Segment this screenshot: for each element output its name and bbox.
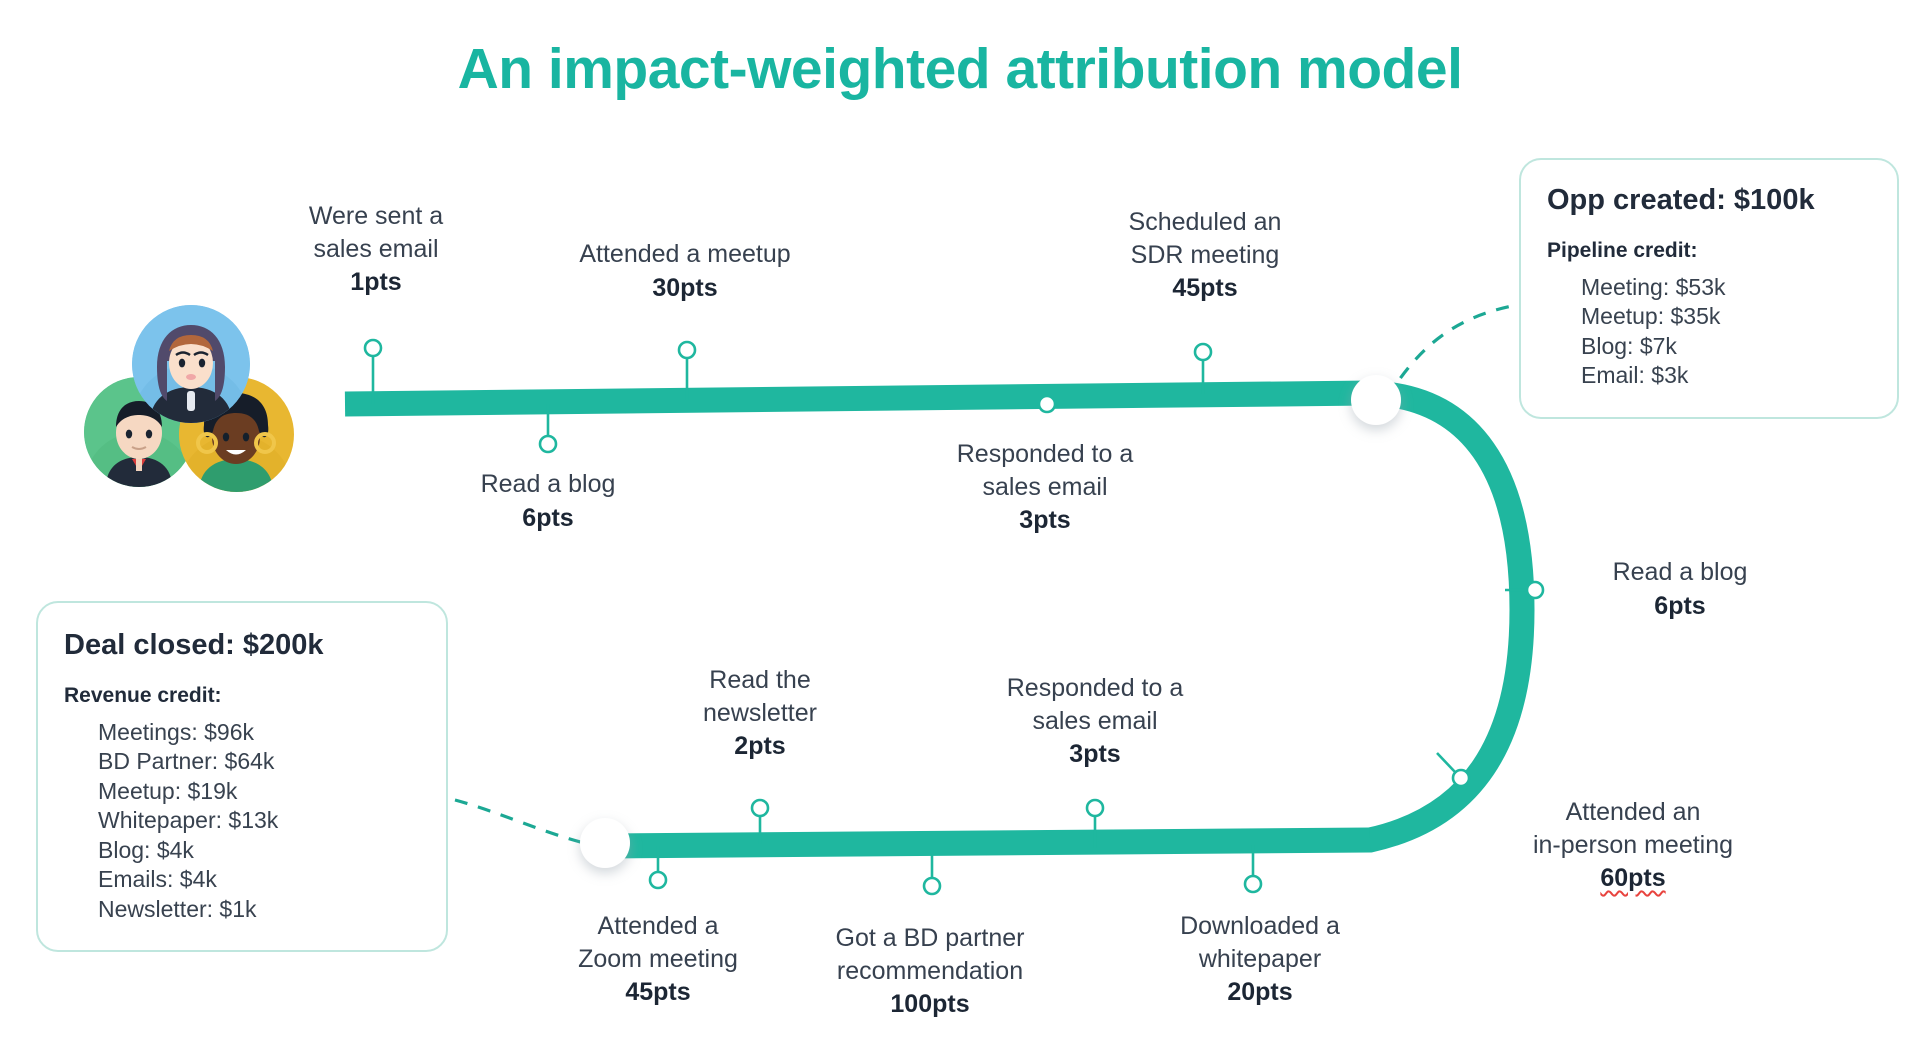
outcome-card-opp-created[interactable]: Opp created: $100k Pipeline credit: Meet…	[1519, 158, 1899, 419]
avatar-top	[132, 305, 250, 423]
list-item: Whitepaper: $13k	[98, 807, 279, 834]
touchpoint-text-line: Got a BD partner	[835, 924, 1025, 952]
touchpoint-text-line: sales email	[1032, 706, 1158, 735]
touchpoint-text-line: Responded to a	[1006, 674, 1184, 702]
touchpoint-points: 1pts	[350, 268, 402, 296]
touchpoint-points: 45pts	[1172, 274, 1238, 302]
touchpoint-text-line: Attended a	[597, 912, 719, 940]
touchpoint-text-line: recommendation	[836, 956, 1024, 985]
touchpoint-text-line: Attended a meetup	[579, 240, 791, 268]
dashed-connector-deal	[454, 798, 599, 848]
touchpoint-points: 45pts	[625, 978, 691, 1006]
touchpoint-label-read-a-blog-top: Read a blog 6pts	[448, 468, 648, 534]
list-item: Emails: $4k	[98, 866, 217, 893]
touchpoint-stems-top	[363, 338, 1213, 454]
touchpoint-text-line: Read a blog	[480, 470, 616, 498]
touchpoint-points: 2pts	[734, 732, 786, 760]
deal-card-title: Deal closed: $200k	[64, 629, 324, 661]
touchpoint-points: 6pts	[522, 503, 574, 532]
list-item: Meetup: $19k	[98, 777, 238, 804]
touchpoint-text-line: SDR meeting	[1130, 240, 1280, 269]
touchpoint-text-line: Attended an	[1565, 798, 1701, 826]
touchpoint-label-sales-email-sent: Were sent a sales email 1pts	[286, 200, 466, 299]
touchpoint-text-line: Downloaded a	[1180, 912, 1340, 940]
touchpoint-text-line: in-person meeting	[1532, 830, 1734, 859]
touchpoint-label-read-newsletter: Read the newsletter 2pts	[660, 664, 860, 763]
list-item: Blog: $4k	[98, 836, 194, 863]
touchpoint-label-responded-email-top: Responded to a sales email 3pts	[920, 438, 1170, 537]
touchpoint-text-line: Responded to a	[956, 440, 1134, 468]
touchpoint-label-attended-meetup: Attended a meetup 30pts	[540, 238, 830, 304]
touchpoint-stems-bottom	[648, 798, 1263, 896]
touchpoint-stems-right	[1436, 580, 1545, 788]
touchpoint-label-responded-email-bottom: Responded to a sales email 3pts	[970, 672, 1220, 771]
touchpoint-text-line: Were sent a	[308, 202, 444, 230]
touchpoint-points: 100pts	[890, 990, 970, 1018]
list-item: Meetup: $35k	[1581, 303, 1721, 330]
touchpoint-label-zoom-meeting: Attended a Zoom meeting 45pts	[548, 910, 768, 1009]
opp-card-subtitle: Pipeline credit:	[1547, 239, 1698, 262]
touchpoint-points: 6pts	[1654, 591, 1706, 620]
page-title: An impact-weighted attribution model	[457, 37, 1463, 101]
list-item: Newsletter: $1k	[98, 895, 257, 922]
touchpoint-points: 3pts	[1069, 740, 1121, 768]
touchpoint-label-read-a-blog-right: Read a blog 6pts	[1580, 556, 1780, 622]
list-item: Meetings: $96k	[98, 719, 254, 745]
deal-card-subtitle: Revenue credit:	[64, 684, 222, 707]
touchpoint-text-line: whitepaper	[1198, 944, 1322, 973]
touchpoint-text-line: Read the	[709, 666, 811, 694]
touchpoint-label-downloaded-whitepaper: Downloaded a whitepaper 20pts	[1140, 910, 1380, 1009]
touchpoint-text-line: Scheduled an	[1128, 208, 1282, 236]
opp-credit-list: Meeting: $53k Meetup: $35k Blog: $7k Ema…	[1547, 273, 1871, 391]
touchpoint-points: 3pts	[1019, 506, 1071, 534]
buyer-group-avatars	[84, 305, 294, 500]
milestone-node-deal[interactable]	[580, 818, 630, 868]
touchpoint-points: 60pts	[1600, 864, 1666, 892]
list-item: BD Partner: $64k	[98, 748, 275, 775]
touchpoint-text-line: sales email	[982, 472, 1108, 501]
touchpoint-label-bd-partner-rec: Got a BD partner recommendation 100pts	[795, 922, 1065, 1021]
touchpoint-text-line: Read a blog	[1612, 558, 1748, 586]
touchpoint-points: 20pts	[1227, 978, 1293, 1006]
deal-credit-list: Meetings: $96k BD Partner: $64k Meetup: …	[64, 718, 420, 924]
touchpoint-text-line: sales email	[313, 234, 439, 263]
milestone-node-opp[interactable]	[1351, 375, 1401, 425]
list-item: Meeting: $53k	[1581, 274, 1726, 300]
opp-card-title: Opp created: $100k	[1547, 184, 1815, 216]
touchpoint-text-line: newsletter	[703, 698, 817, 727]
touchpoint-text-line: Zoom meeting	[578, 944, 738, 973]
touchpoint-label-scheduled-sdr: Scheduled an SDR meeting 45pts	[1085, 206, 1325, 305]
outcome-card-deal-closed[interactable]: Deal closed: $200k Revenue credit: Meeti…	[36, 601, 448, 953]
touchpoint-label-in-person-meeting: Attended an in-person meeting 60pts	[1468, 796, 1798, 895]
list-item: Email: $3k	[1581, 362, 1689, 389]
list-item: Blog: $7k	[1581, 332, 1677, 359]
avatar-left	[84, 377, 194, 487]
dashed-connector-opp	[1385, 304, 1513, 399]
touchpoint-points: 30pts	[652, 273, 718, 302]
